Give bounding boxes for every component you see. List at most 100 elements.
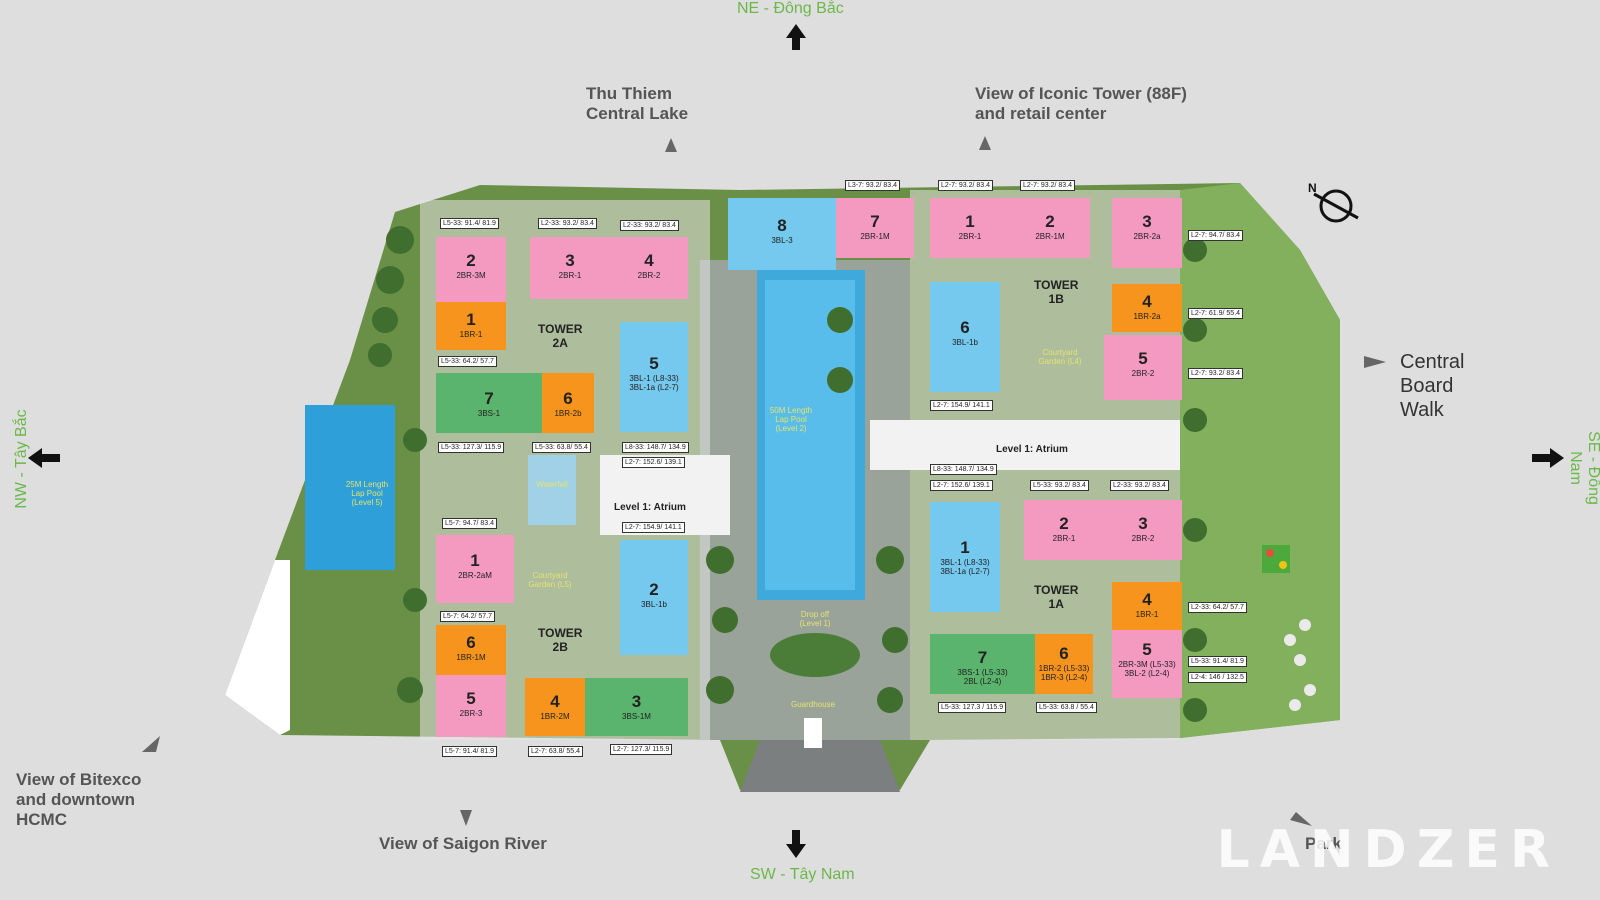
unit-code: 2BR-2 — [1131, 369, 1155, 378]
unit-number: 7 — [977, 648, 988, 667]
tower-2b-label: TOWER 2B — [538, 626, 583, 654]
unit-code: 2BR-1 — [558, 271, 582, 280]
unit-code: 1BR-2b — [554, 409, 582, 418]
park-ornaments — [1284, 619, 1316, 711]
area-label: L2-4: 146 / 132.5 — [1188, 672, 1247, 683]
unit-code: 3BS-1 (L5-33) 2BL (L2-4) — [957, 668, 1008, 686]
unit-number: 4 — [644, 251, 654, 270]
unit-number: 6 — [960, 318, 970, 337]
unit-code: 2BR-2 — [1131, 534, 1155, 543]
area-label: L5-33: 63.8 / 55.4 — [1036, 702, 1097, 713]
compass-ne-label: NE - Đông Bắc — [737, 0, 844, 17]
dropoff-label: Drop off (Level 1) — [799, 610, 831, 628]
compass-sw-label: SW - Tây Nam — [750, 866, 855, 883]
view-saigon-river: View of Saigon River — [379, 834, 547, 853]
unit-code: 2BR-1 — [958, 232, 982, 241]
view-central-board-walk: Central Board Walk — [1400, 351, 1465, 421]
view-arrow-iconic-icon — [979, 136, 991, 150]
view-arrow-lake-icon — [665, 138, 677, 152]
greenery-east — [1180, 183, 1340, 738]
paving-west — [225, 560, 290, 735]
area-label: L2-7: 93.2/ 83.4 — [1020, 180, 1076, 191]
unit-number: 3 — [631, 692, 642, 711]
unit-number: 7 — [870, 212, 880, 231]
unit-code: 3BL-1 (L8-33) 3BL-1a (L2-7) — [629, 374, 679, 392]
tower-1a-label: TOWER 1A — [1034, 583, 1079, 611]
area-label: L5-33: 63.8/ 55.4 — [532, 442, 591, 453]
unit-number: 3 — [565, 251, 575, 270]
tower-1b-label: TOWER 1B — [1034, 278, 1079, 306]
unit-number: 5 — [466, 689, 476, 708]
unit-code: 1BR-1 — [1135, 610, 1159, 619]
unit-number: 6 — [1059, 644, 1069, 663]
area-label: L2-7: 63.8/ 55.4 — [528, 746, 584, 757]
area-label: L8-33: 148.7/ 134.9 — [930, 464, 997, 475]
unit-code: 3BL-1b — [952, 338, 978, 347]
compass-arrows — [28, 24, 1564, 858]
area-label: L2-7: 154.9/ 141.1 — [622, 522, 685, 533]
driveway — [740, 740, 900, 792]
area-label: L2-7: 93.2/ 83.4 — [938, 180, 994, 191]
area-label: L2-7: 154.9/ 141.1 — [930, 400, 993, 411]
area-label: L2-33: 93.2/ 83.4 — [1110, 480, 1169, 491]
unit-code: 1BR-1M — [456, 653, 486, 662]
area-label: L5-33: 91.4/ 81.9 — [440, 218, 499, 229]
unit-number: 5 — [1142, 640, 1152, 659]
unit-code: 2BR-3 — [459, 709, 483, 718]
landzer-logo: LANDZER — [1216, 820, 1560, 880]
unit-number: 3 — [1142, 212, 1152, 231]
area-label: L5-33: 93.2/ 83.4 — [1030, 480, 1089, 491]
unit-number: 4 — [1142, 590, 1152, 609]
waterfall-label: Waterfall — [536, 480, 568, 489]
view-iconic-tower: View of Iconic Tower (88F) and retail ce… — [975, 84, 1187, 123]
area-label: L5-33: 127.3 / 115.9 — [938, 702, 1007, 713]
unit-code: 1BR-2 (L5-33) 1BR-3 (L2-4) — [1038, 664, 1090, 682]
unit-code: 2BR-2 — [637, 271, 661, 280]
pool-25m — [305, 405, 395, 570]
atrium-label-right: Level 1: Atrium — [996, 444, 1068, 455]
unit-number: 2 — [649, 580, 659, 599]
area-label: L3-7: 93.2/ 83.4 — [845, 180, 901, 191]
unit-code: 2BR-1M — [1035, 232, 1065, 241]
area-label: L2-7: 152.6/ 139.1 — [622, 457, 685, 468]
area-label: L2-7: 152.6/ 139.1 — [930, 480, 993, 491]
view-arrow-park-icon — [1290, 812, 1312, 826]
playground-icon — [1262, 545, 1290, 573]
area-label: L5-33: 64.2/ 57.7 — [438, 356, 497, 367]
svg-text:N: N — [1308, 181, 1317, 195]
arrow-up-icon — [786, 24, 806, 50]
view-park: Park — [1305, 834, 1342, 853]
unit-code: 3BS-1 — [477, 409, 501, 418]
area-label: L2-33: 93.2/ 83.4 — [538, 218, 597, 229]
trees — [368, 226, 1207, 722]
